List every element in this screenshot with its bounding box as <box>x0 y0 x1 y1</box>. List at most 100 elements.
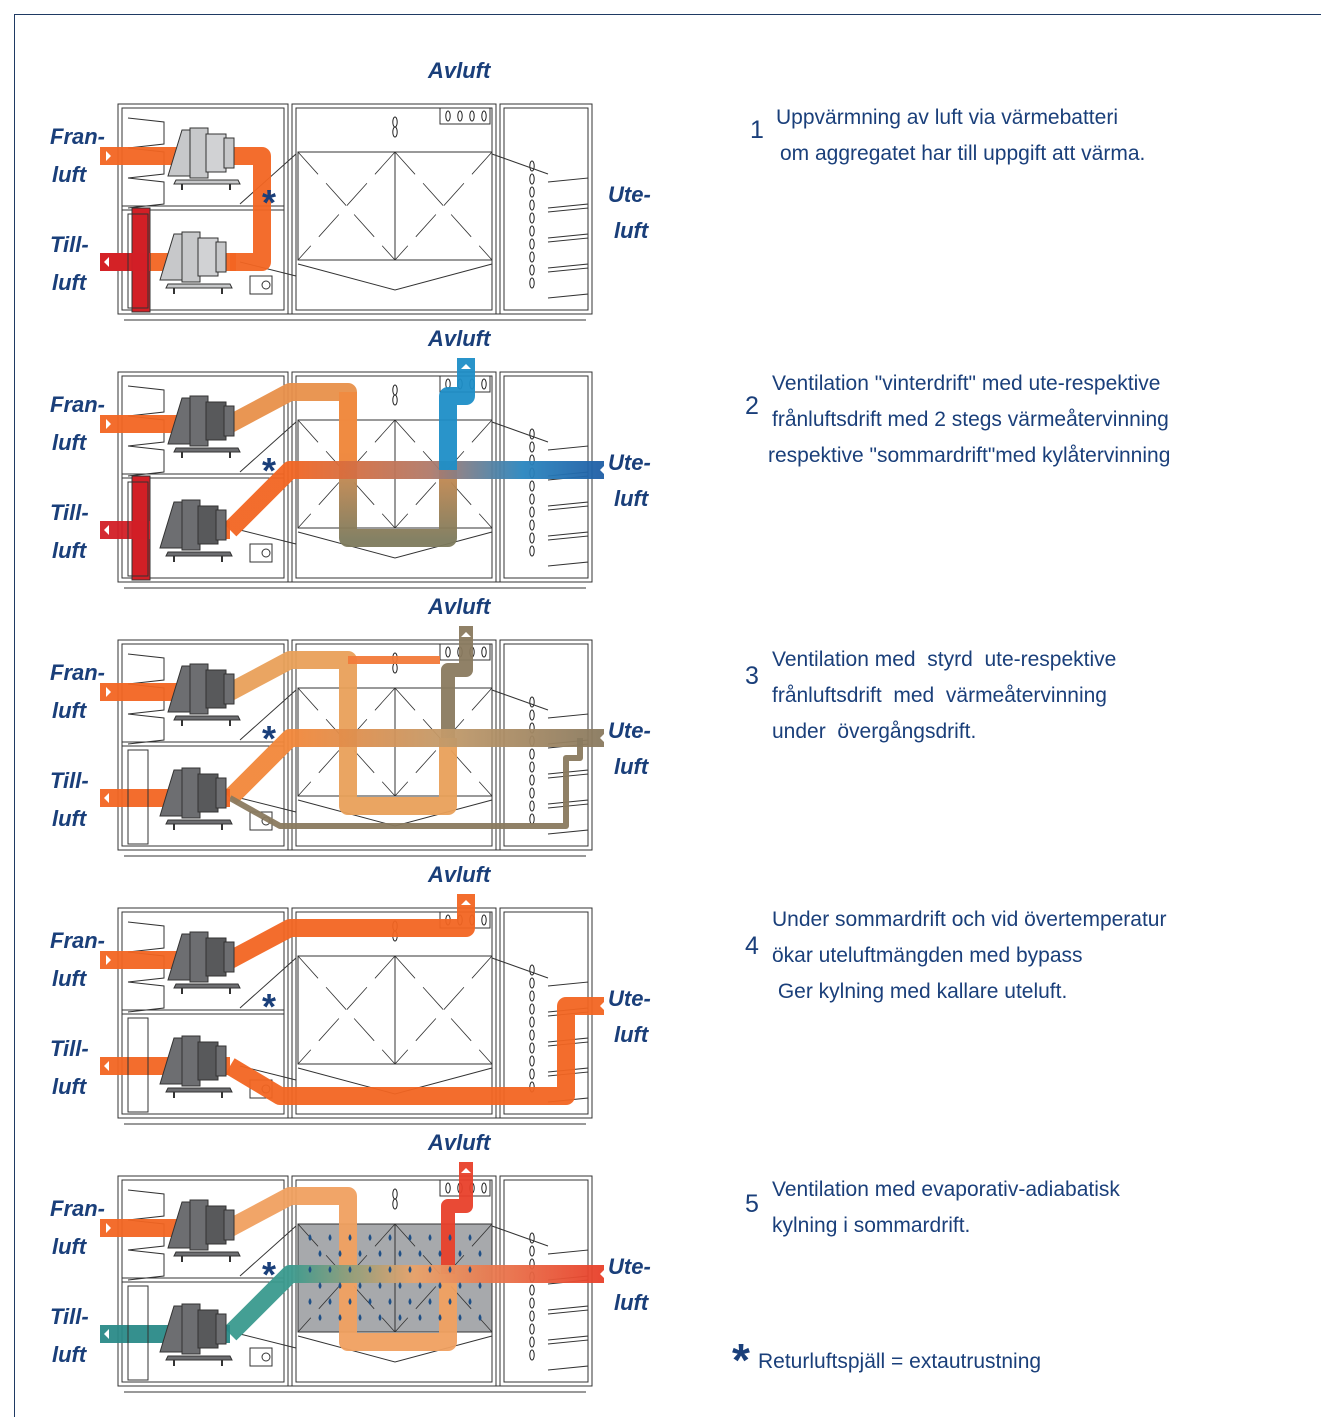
fans-group <box>127 663 241 845</box>
arrow-outdoor <box>600 733 605 743</box>
arrow-supply <box>104 525 109 535</box>
mode-1-line-2: om aggregatet har till uppgift att värma… <box>780 142 1146 165</box>
outdoor-label-bottom: luft <box>614 1290 649 1315</box>
mode-3-line-3: under övergångsdrift. <box>772 720 977 743</box>
extract-label-top: Fran- <box>50 124 105 149</box>
arrow-extract <box>106 151 111 161</box>
flow-bypass-air <box>225 997 604 1105</box>
mode-number: 3 <box>745 662 759 690</box>
fans-group <box>127 127 241 309</box>
water-drop <box>308 1234 312 1241</box>
outdoor-label-bottom: luft <box>614 218 649 243</box>
water-drop <box>388 1266 392 1273</box>
arrow-exhaust <box>461 96 471 101</box>
exhaust-label: Avluft <box>428 326 491 351</box>
water-drop <box>338 1250 342 1257</box>
flow-exhaust-air <box>441 1162 473 1274</box>
outdoor-label-top: Ute- <box>608 718 651 743</box>
mode-4-line-1: Under sommardrift och vid övertemperatur <box>772 908 1167 931</box>
extract-label-top: Fran- <box>50 660 105 685</box>
supply-label-bottom: luft <box>52 538 87 563</box>
arrow-exhaust <box>461 632 471 637</box>
supply-label-top: Till- <box>50 768 89 793</box>
water-drop <box>318 1314 322 1321</box>
arrow-extract <box>106 687 111 697</box>
water-drop <box>408 1234 412 1241</box>
arrow-supply <box>104 793 109 803</box>
water-drop <box>358 1250 362 1257</box>
return-damper-star: * <box>262 986 277 1027</box>
return-damper-star: * <box>262 182 277 223</box>
arrow-supply <box>104 1061 109 1071</box>
water-drop <box>428 1266 432 1273</box>
outdoor-label-bottom: luft <box>614 486 649 511</box>
supply-label-bottom: luft <box>52 806 87 831</box>
mode-number: 1 <box>750 116 764 144</box>
mode-2-line-2: frånluftsdrift med 2 stegs värmeåtervinn… <box>772 408 1169 431</box>
water-drop <box>418 1250 422 1257</box>
arrow-exhaust <box>461 1168 471 1173</box>
outdoor-label-bottom: luft <box>614 1022 649 1047</box>
water-drop <box>358 1282 362 1289</box>
exhaust-label: Avluft <box>428 1130 491 1155</box>
water-drop <box>308 1298 312 1305</box>
water-drop <box>478 1282 482 1289</box>
water-drop <box>428 1234 432 1241</box>
water-drop <box>448 1234 452 1241</box>
footnote-text: Returluftspjäll = extautrustning <box>758 1350 1042 1373</box>
extract-label-bottom: luft <box>52 430 87 455</box>
mode-2-line-3: respektive "sommardrift"med kylåtervinni… <box>768 444 1171 467</box>
flow-outdoor-path <box>223 1265 604 1341</box>
mode-number: 4 <box>745 932 759 960</box>
water-drop <box>378 1282 382 1289</box>
arrow-extract <box>106 955 111 965</box>
mode-number: 5 <box>745 1190 759 1218</box>
water-drop <box>368 1298 372 1305</box>
water-drop <box>388 1234 392 1241</box>
water-drop <box>398 1282 402 1289</box>
return-damper-star: * <box>262 450 277 491</box>
supply-label-bottom: luft <box>52 270 87 295</box>
exhaust-label: Avluft <box>428 862 491 887</box>
water-drop <box>418 1314 422 1321</box>
arrow-exhaust <box>461 364 471 369</box>
water-drop <box>448 1266 452 1273</box>
water-drop <box>348 1266 352 1273</box>
water-drop <box>358 1314 362 1321</box>
mode-number: 2 <box>745 392 759 420</box>
water-drop <box>368 1234 372 1241</box>
arrow-outdoor <box>600 1001 605 1011</box>
supply-label-bottom: luft <box>52 1074 87 1099</box>
extract-label-bottom: luft <box>52 966 87 991</box>
water-drop <box>318 1250 322 1257</box>
mode-2-line-1: Ventilation "vinterdrift" med ute-respek… <box>772 372 1161 395</box>
flow-return-line <box>228 738 583 829</box>
water-drop <box>348 1234 352 1241</box>
water-drop <box>418 1282 422 1289</box>
fans-group <box>127 395 241 577</box>
water-drop <box>308 1266 312 1273</box>
extract-label-top: Fran- <box>50 392 105 417</box>
water-drop <box>328 1298 332 1305</box>
arrow-extract <box>106 419 111 429</box>
water-drop <box>458 1282 462 1289</box>
supply-label-top: Till- <box>50 500 89 525</box>
water-drop <box>458 1250 462 1257</box>
water-drop <box>398 1250 402 1257</box>
arrow-exhaust <box>461 900 471 905</box>
extract-label-bottom: luft <box>52 162 87 187</box>
supply-label-top: Till- <box>50 232 89 257</box>
water-drop <box>468 1298 472 1305</box>
water-drop <box>328 1266 332 1273</box>
water-drop <box>378 1314 382 1321</box>
fans-group <box>127 931 241 1113</box>
outdoor-label-top: Ute- <box>608 450 651 475</box>
mode-5-line-2: kylning i sommardrift. <box>772 1214 971 1237</box>
return-damper-star: * <box>262 1254 277 1295</box>
outdoor-label-top: Ute- <box>608 986 651 1011</box>
mode-3-line-2: frånluftsdrift med värmeåtervinning <box>772 684 1107 707</box>
water-drop <box>398 1314 402 1321</box>
arrow-outdoor <box>600 197 605 207</box>
water-drop <box>438 1282 442 1289</box>
